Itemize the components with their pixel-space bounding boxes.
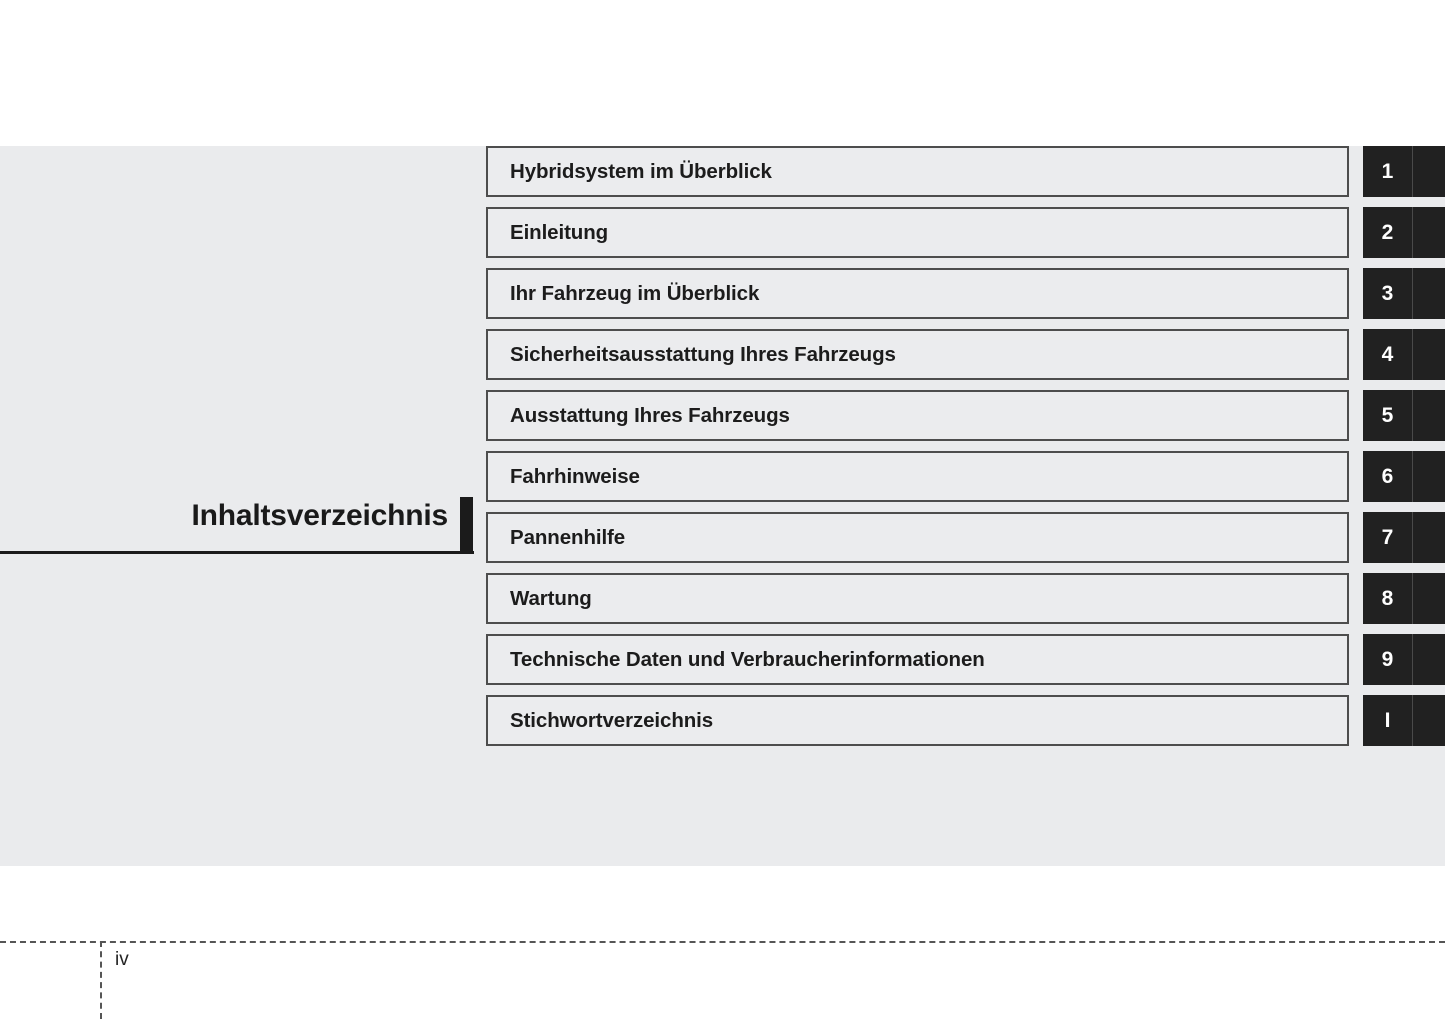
chapter-tab-number: 9 bbox=[1381, 647, 1394, 671]
footer-horizontal-rule bbox=[0, 941, 1445, 943]
toc-entry[interactable]: Ihr Fahrzeug im Überblick bbox=[486, 268, 1349, 319]
toc-entry-label: Ihr Fahrzeug im Überblick bbox=[510, 281, 760, 305]
toc-entry-label: Fahrhinweise bbox=[510, 464, 640, 488]
toc-entry-box[interactable]: Stichwortverzeichnis bbox=[486, 695, 1349, 746]
toc-entry-label: Stichwortverzeichnis bbox=[510, 708, 714, 732]
toc-entry[interactable]: Hybridsystem im Überblick bbox=[486, 146, 1349, 197]
chapter-tab-marker[interactable]: 4 bbox=[1363, 329, 1445, 380]
chapter-tab-number: I bbox=[1384, 708, 1391, 732]
toc-entry-label: Pannenhilfe bbox=[510, 525, 626, 549]
toc-entry-label: Sicherheitsausstattung Ihres Fahrzeugs bbox=[510, 342, 896, 366]
toc-entry[interactable]: Ausstattung Ihres Fahrzeugs bbox=[486, 390, 1349, 441]
chapter-tab-divider bbox=[1412, 390, 1413, 441]
chapter-tab-number: 2 bbox=[1381, 220, 1394, 244]
title-accent-bar bbox=[460, 497, 473, 551]
title-underline-rule bbox=[0, 551, 474, 554]
chapter-tab-marker[interactable]: 8 bbox=[1363, 573, 1445, 624]
page-title-block: Inhaltsverzeichnis bbox=[0, 490, 474, 554]
chapter-tab-number: 4 bbox=[1381, 342, 1394, 366]
toc-entry-box[interactable]: Sicherheitsausstattung Ihres Fahrzeugs bbox=[486, 329, 1349, 380]
chapter-tab-marker[interactable]: I bbox=[1363, 695, 1445, 746]
toc-entry[interactable]: Stichwortverzeichnis bbox=[486, 695, 1349, 746]
chapter-tab-divider bbox=[1412, 329, 1413, 380]
toc-entry-box[interactable]: Pannenhilfe bbox=[486, 512, 1349, 563]
chapter-tab-marker[interactable]: 3 bbox=[1363, 268, 1445, 319]
chapter-tab-number: 8 bbox=[1381, 586, 1394, 610]
toc-entry-label: Wartung bbox=[510, 586, 592, 610]
chapter-tab-marker[interactable]: 7 bbox=[1363, 512, 1445, 563]
toc-entry[interactable]: Sicherheitsausstattung Ihres Fahrzeugs bbox=[486, 329, 1349, 380]
chapter-tab-marker[interactable]: 1 bbox=[1363, 146, 1445, 197]
chapter-tab-divider bbox=[1412, 146, 1413, 197]
toc-entry-box[interactable]: Hybridsystem im Überblick bbox=[486, 146, 1349, 197]
toc-entry[interactable]: Technische Daten und Verbraucherinformat… bbox=[486, 634, 1349, 685]
footer-vertical-rule bbox=[100, 941, 102, 1019]
chapter-tab-number: 1 bbox=[1381, 159, 1394, 183]
toc-entry-box[interactable]: Ausstattung Ihres Fahrzeugs bbox=[486, 390, 1349, 441]
chapter-tab-divider bbox=[1412, 634, 1413, 685]
chapter-tab-divider bbox=[1412, 207, 1413, 258]
chapter-tab-number: 6 bbox=[1381, 464, 1394, 488]
chapter-tab-divider bbox=[1412, 451, 1413, 502]
page-title: Inhaltsverzeichnis bbox=[191, 499, 449, 532]
toc-entry[interactable]: Wartung bbox=[486, 573, 1349, 624]
chapter-tab-number: 5 bbox=[1381, 403, 1394, 427]
chapter-tab-marker[interactable]: 6 bbox=[1363, 451, 1445, 502]
toc-entry-label: Technische Daten und Verbraucherinformat… bbox=[510, 647, 985, 671]
chapter-tab-number: 3 bbox=[1381, 281, 1394, 305]
chapter-tab-number: 7 bbox=[1381, 525, 1394, 549]
toc-entry-box[interactable]: Einleitung bbox=[486, 207, 1349, 258]
toc-entry-label: Hybridsystem im Überblick bbox=[510, 159, 772, 183]
footer-page-number: iv bbox=[115, 949, 129, 970]
toc-entry-box[interactable]: Ihr Fahrzeug im Überblick bbox=[486, 268, 1349, 319]
content-panel bbox=[0, 146, 1445, 866]
chapter-tab-marker[interactable]: 2 bbox=[1363, 207, 1445, 258]
toc-entry-box[interactable]: Fahrhinweise bbox=[486, 451, 1349, 502]
toc-entry[interactable]: Einleitung bbox=[486, 207, 1349, 258]
chapter-tab-marker[interactable]: 5 bbox=[1363, 390, 1445, 441]
chapter-tab-divider bbox=[1412, 512, 1413, 563]
toc-entry-box[interactable]: Wartung bbox=[486, 573, 1349, 624]
toc-entry-box[interactable]: Technische Daten und Verbraucherinformat… bbox=[486, 634, 1349, 685]
chapter-tab-divider bbox=[1412, 695, 1413, 746]
toc-entry[interactable]: Fahrhinweise bbox=[486, 451, 1349, 502]
chapter-tab-divider bbox=[1412, 268, 1413, 319]
chapter-tab-marker[interactable]: 9 bbox=[1363, 634, 1445, 685]
toc-entry-label: Ausstattung Ihres Fahrzeugs bbox=[510, 403, 790, 427]
toc-entry[interactable]: Pannenhilfe bbox=[486, 512, 1349, 563]
chapter-tab-divider bbox=[1412, 573, 1413, 624]
toc-entry-label: Einleitung bbox=[510, 220, 609, 244]
